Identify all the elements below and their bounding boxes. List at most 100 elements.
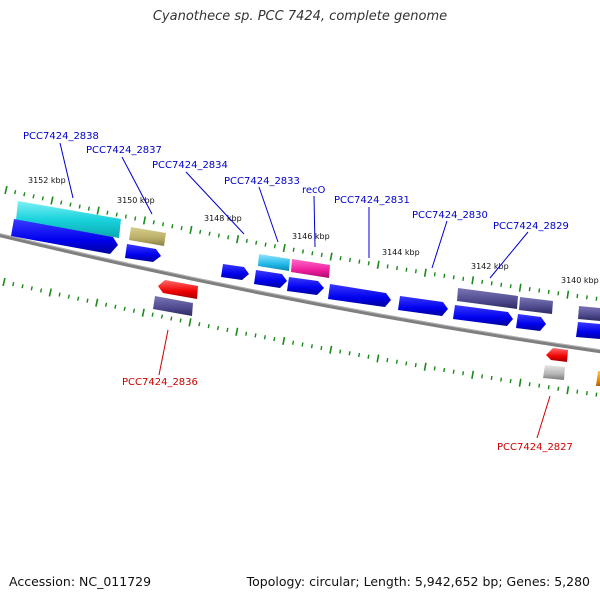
- lower-ring-tick-42: [395, 359, 398, 364]
- upper-ring-tick-25: [236, 235, 240, 244]
- upper-ring-tick-24: [227, 235, 230, 240]
- upper-ring-tick-14: [134, 216, 137, 221]
- gene-label-2836[interactable]: PCC7424_2836: [122, 377, 198, 388]
- lower-ring-tick-20: [188, 318, 192, 327]
- upper-ring-tick-40: [376, 260, 380, 269]
- tick-label-3150: 3150 kbp: [117, 196, 155, 205]
- upper-ring-tick-30: [282, 243, 286, 253]
- lower-ring-tick-28: [263, 335, 266, 340]
- lower-ring-tick-40: [376, 354, 380, 363]
- upper-ring-tick-37: [348, 257, 351, 263]
- lower-ring-tick-4: [39, 288, 43, 293]
- cds-2834: [221, 264, 249, 280]
- gene-label-2827[interactable]: PCC7424_2827: [497, 442, 573, 453]
- upper-ring-tick-16: [152, 220, 155, 225]
- lower-ring-tick-0: [2, 277, 6, 287]
- gene-label-reco[interactable]: recO: [302, 185, 326, 196]
- tick-label-3148: 3148 kbp: [204, 214, 242, 223]
- lower-ring-tick-51: [481, 374, 484, 379]
- feature-2830: [457, 288, 518, 309]
- genome-summary-label: Topology: circular; Length: 5,942,652 bp…: [246, 574, 590, 589]
- lower-ring-tick-25: [235, 327, 239, 336]
- lower-ring-tick-2: [21, 284, 24, 289]
- lower-ring-tick-35: [329, 345, 333, 354]
- gene-label-2837[interactable]: PCC7424_2837: [86, 145, 162, 156]
- gene-label-2831[interactable]: PCC7424_2831: [334, 195, 410, 206]
- upper-ring-tick-10: [96, 206, 100, 215]
- gene-label-2829[interactable]: PCC7424_2829: [493, 221, 569, 232]
- upper-ring-tick-26: [245, 238, 248, 244]
- upper-ring-tick-56: [528, 286, 531, 292]
- upper-ring-tick-55: [518, 283, 522, 292]
- lower-ring-tick-7: [67, 294, 70, 299]
- label-leader-lines: [59, 142, 551, 439]
- cds-2831: [328, 284, 391, 307]
- feature-2826-orange: [596, 371, 600, 386]
- upper-ring-tick-29: [273, 244, 276, 249]
- lower-ring-tick-33: [310, 344, 313, 349]
- lower-ring-tick-11: [104, 302, 108, 307]
- lower-ring-tick-19: [179, 318, 182, 323]
- cds-2838: [11, 219, 118, 254]
- lower-ring-tick-49: [462, 371, 465, 376]
- feature-2829: [519, 297, 553, 314]
- map-title: Cyanothece sp. PCC 7424, complete genome: [152, 9, 448, 24]
- upper-ring-tick-45: [423, 268, 427, 277]
- upper-ring-tick-43: [405, 267, 408, 272]
- gene-label-2838[interactable]: PCC7424_2838: [23, 131, 99, 142]
- lower-ring-tick-32: [301, 342, 304, 347]
- upper-ring-tick-35: [329, 252, 333, 261]
- leader-2837: [121, 156, 153, 215]
- upper-ring-tick-39: [367, 261, 370, 266]
- lower-ring-tick-23: [216, 325, 220, 331]
- genome-backbone-highlight: [0, 233, 600, 351]
- lower-ring-tick-41: [386, 357, 389, 363]
- lower-ring-tick-62: [585, 390, 588, 396]
- feature-reco: [291, 259, 330, 278]
- feature-2827-red: [546, 348, 568, 362]
- upper-ring-tick-38: [358, 259, 361, 264]
- lower-ring-tick-31: [292, 340, 295, 345]
- feature-2836-red: [158, 280, 198, 299]
- lower-ring-tick-34: [320, 345, 323, 351]
- upper-ring-tick-19: [180, 225, 183, 231]
- upper-ring-tick-20: [189, 225, 193, 235]
- feature-track-reverse: [153, 280, 600, 386]
- upper-ring-tick-11: [106, 210, 109, 215]
- feature-2838: [16, 201, 121, 238]
- upper-ring-tick-0: [4, 185, 8, 195]
- gene-label-2830[interactable]: PCC7424_2830: [412, 210, 488, 221]
- upper-ring-tick-51: [481, 279, 484, 284]
- leader-2833: [258, 186, 279, 243]
- lower-ring-tick-55: [518, 378, 522, 387]
- upper-ring-tick-12: [115, 212, 118, 217]
- lower-ring-tick-27: [254, 333, 257, 338]
- upper-ring-tick-41: [386, 264, 389, 269]
- cds-2837: [125, 244, 161, 262]
- upper-ring-tick-60: [566, 290, 570, 299]
- lower-ring-tick-43: [405, 361, 408, 366]
- lower-ring-tick-24: [226, 327, 229, 333]
- leader-2827: [536, 395, 551, 439]
- lower-ring-tick-6: [58, 292, 61, 297]
- gene-label-2834[interactable]: PCC7424_2834: [152, 160, 228, 171]
- upper-ring-tick-58: [547, 289, 550, 295]
- feature-2828: [578, 306, 600, 321]
- lower-ring-tick-10: [95, 298, 99, 307]
- lower-ring-tick-3: [30, 286, 33, 291]
- gene-label-group: PCC7424_2838 PCC7424_2837 PCC7424_2834 P…: [23, 131, 573, 453]
- cds-2830: [453, 305, 513, 326]
- gene-label-2833[interactable]: PCC7424_2833: [224, 176, 300, 187]
- lower-ring-tick-47: [443, 367, 446, 373]
- upper-ring-tick-47: [443, 273, 446, 278]
- upper-ring-tick-15: [142, 216, 147, 225]
- lower-ring-tick-5: [48, 288, 52, 297]
- lower-ring-tick-45: [423, 362, 427, 371]
- feature-track-outer: [16, 201, 600, 321]
- lower-ring-tick-16: [151, 312, 154, 317]
- upper-ring-tick-13: [124, 214, 127, 219]
- upper-ring-tick-31: [292, 247, 295, 252]
- lower-ring-tick-9: [86, 298, 89, 303]
- lower-ring-tick-36: [339, 349, 342, 354]
